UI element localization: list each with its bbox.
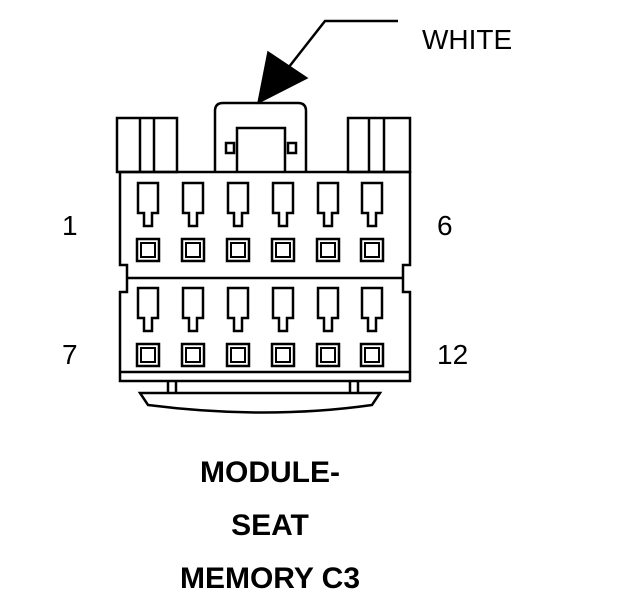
terminal-cavity-4 [270, 181, 296, 263]
connector-skirt [137, 391, 383, 414]
pin-label-7: 7 [62, 339, 78, 370]
wire-color-label: WHITE [422, 24, 513, 55]
pin-label-6: 6 [437, 210, 453, 241]
connector-title-line2: SEAT [231, 509, 309, 542]
terminal-cavity-12 [359, 286, 385, 368]
connector-title-line1: MODULE- [200, 456, 340, 489]
connector-title-line3: MEMORY C3 [179, 562, 361, 595]
callout-arrow [256, 19, 398, 105]
pin-label-1: 1 [62, 210, 78, 241]
connector-body [118, 170, 412, 393]
terminal-cavity-9 [225, 286, 251, 368]
terminal-cavity-2 [180, 181, 206, 263]
terminal-cavity-5 [315, 181, 341, 263]
terminal-cavity-7 [135, 286, 161, 368]
terminal-cavities [135, 181, 385, 368]
terminal-cavity-1 [135, 181, 161, 263]
terminal-cavity-8 [180, 286, 206, 368]
terminal-cavity-3 [225, 181, 251, 263]
connector-latch [213, 101, 308, 172]
connector-top-ribs [115, 116, 412, 174]
pin-label-12: 12 [437, 339, 469, 370]
terminal-cavity-6 [359, 181, 385, 263]
terminal-cavity-10 [270, 286, 296, 368]
terminal-cavity-11 [315, 286, 341, 368]
